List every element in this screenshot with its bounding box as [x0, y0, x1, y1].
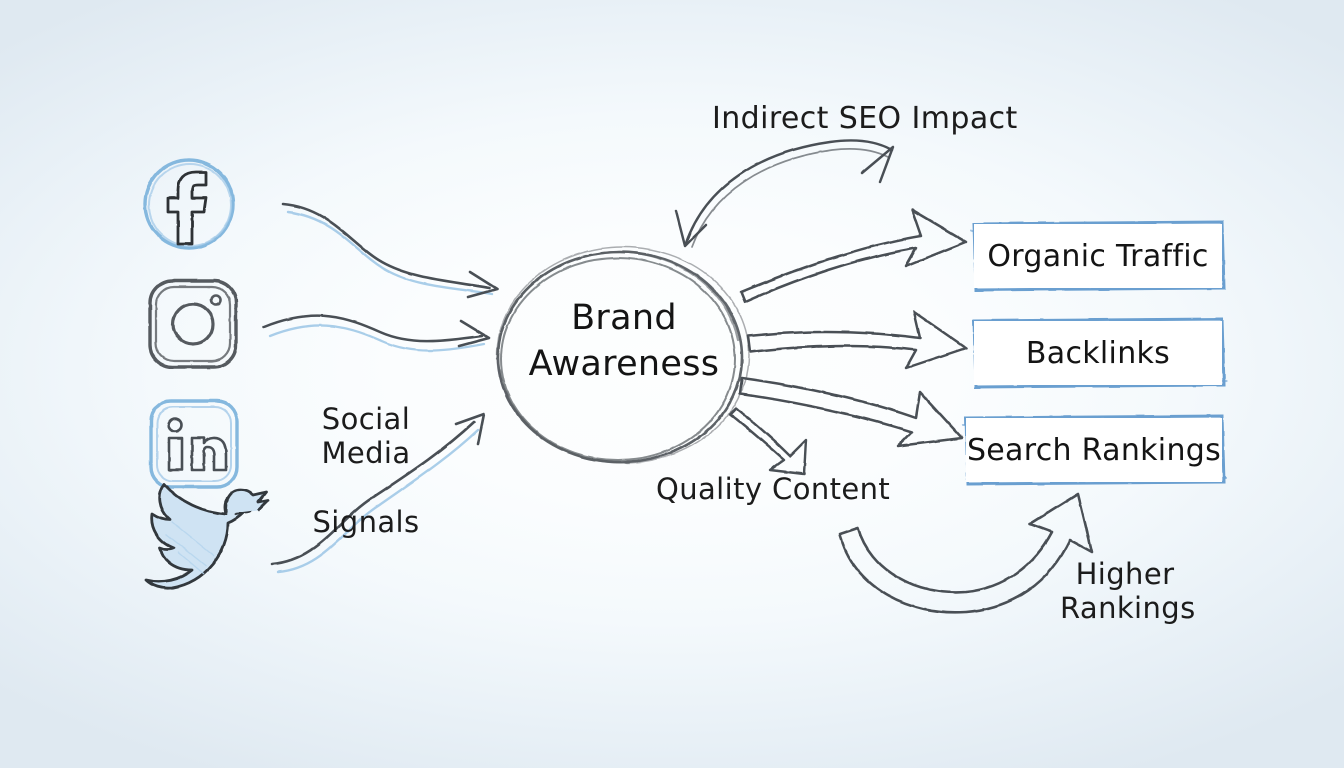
backlinks-label: Backlinks: [1025, 335, 1171, 371]
search-rankings-label: Search Rankings: [966, 432, 1222, 468]
linkedin-icon[interactable]: [148, 398, 240, 490]
arrow-brand-to-search-rankings: [738, 376, 964, 448]
facebook-icon-art: [143, 158, 235, 250]
brand-awareness-circle: [496, 246, 750, 464]
instagram-icon-art: [148, 279, 238, 369]
twitter-icon-art: [144, 482, 270, 590]
arrow-indirect-seo-impact: [674, 139, 895, 248]
arrow-social-to-brand-1: [281, 202, 499, 299]
search-rankings-box[interactable]: Search Rankings: [966, 418, 1222, 482]
organic-traffic-label: Organic Traffic: [987, 238, 1209, 274]
arrow-higher-rankings: [838, 492, 1094, 614]
organic-traffic-box[interactable]: Organic Traffic: [974, 224, 1222, 288]
backlinks-box[interactable]: Backlinks: [974, 321, 1222, 385]
instagram-icon[interactable]: [147, 278, 239, 370]
arrow-brand-to-organic-traffic: [739, 208, 968, 304]
linkedin-icon-art: [149, 399, 239, 489]
arrow-brand-to-quality-content: [728, 406, 808, 476]
arrow-brand-to-backlinks: [746, 310, 968, 370]
arrow-social-to-brand-2: [262, 314, 491, 352]
facebook-icon[interactable]: [141, 156, 237, 252]
arrow-social-to-brand-3: [270, 412, 486, 574]
twitter-icon[interactable]: [143, 508, 243, 596]
